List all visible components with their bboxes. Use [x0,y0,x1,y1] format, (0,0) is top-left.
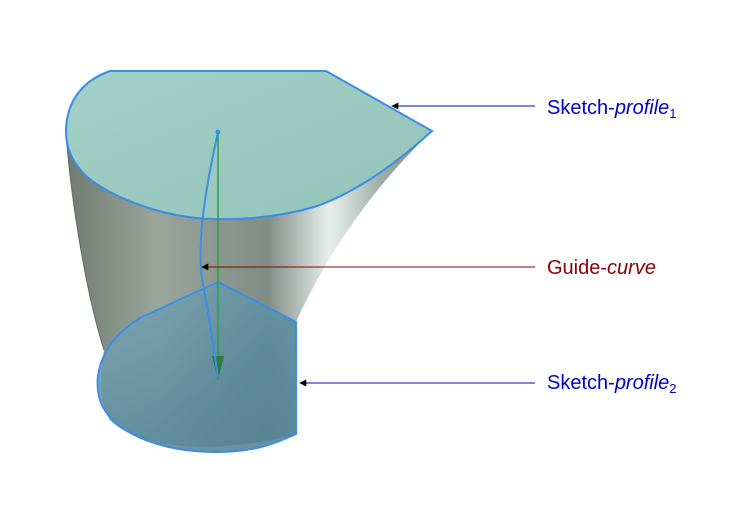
label-prefix: Sketch- [547,372,615,394]
label-sketch-profile-1: Sketch-profile1 [547,96,677,120]
label-guide-curve: Guide-curve [547,256,656,280]
guide-curve-start-point [215,129,221,135]
profile-2-face [97,282,296,452]
profile-1-edge [64,70,434,221]
label-prefix: Guide- [547,257,608,279]
profile-1-face [66,71,432,220]
guide-curve [199,131,219,379]
label-sketch-profile-2: Sketch-profile2 [547,371,677,395]
label-prefix: Sketch- [547,97,615,119]
label-italic: curve [607,257,656,279]
wall-left-edge [65,133,105,351]
label-subscript: 2 [669,381,677,396]
label-italic: profile [614,372,670,394]
profile-2-edge [96,280,297,454]
label-italic: profile [614,97,670,119]
label-subscript: 1 [669,106,677,121]
